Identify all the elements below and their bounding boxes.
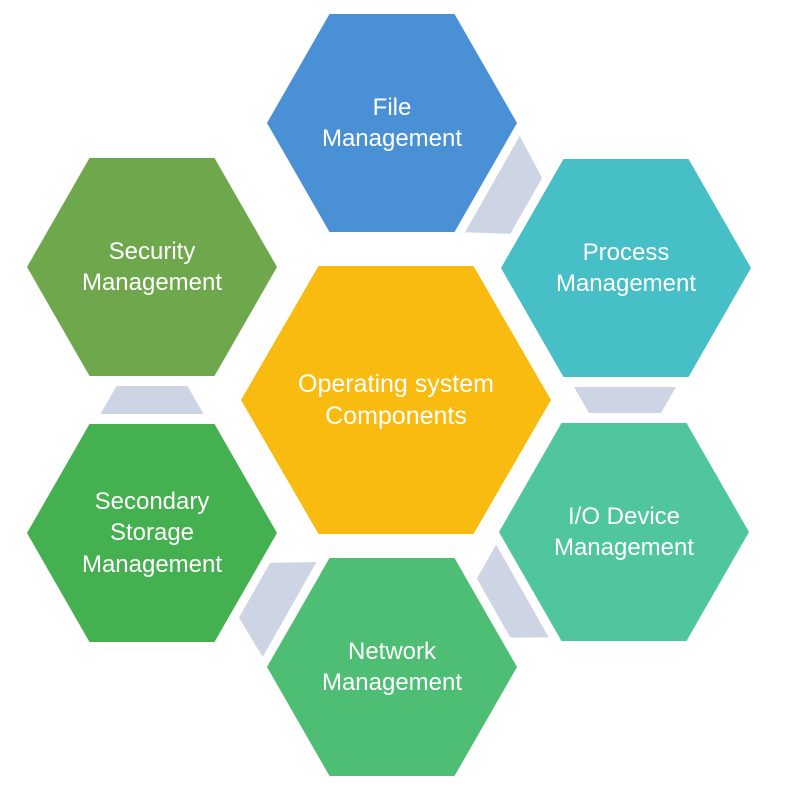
hex-label: Process Management bbox=[555, 238, 697, 297]
hex-network-management: Network Management bbox=[257, 548, 527, 786]
hexagon-shape bbox=[499, 423, 749, 641]
hex-label: Operating system Components bbox=[298, 369, 494, 431]
hexagon-shape bbox=[501, 159, 751, 377]
hex-center-operating-system-components: Operating system Components bbox=[231, 256, 561, 544]
hex-label: Security Management bbox=[81, 237, 223, 296]
hex-label: Secondary Storage Management bbox=[81, 488, 223, 578]
hex-process-management: Process Management bbox=[491, 149, 761, 387]
hex-label: I/O Device Management bbox=[553, 502, 695, 561]
hex-file-management: File Management bbox=[257, 4, 527, 242]
hex-label: File Management bbox=[321, 93, 463, 152]
hex-security-management: Security Management bbox=[17, 148, 287, 386]
hex-label: Network Management bbox=[321, 637, 463, 696]
hex-io-device-management: I/O Device Management bbox=[489, 413, 759, 651]
hex-secondary-storage-management: Secondary Storage Management bbox=[17, 414, 287, 652]
